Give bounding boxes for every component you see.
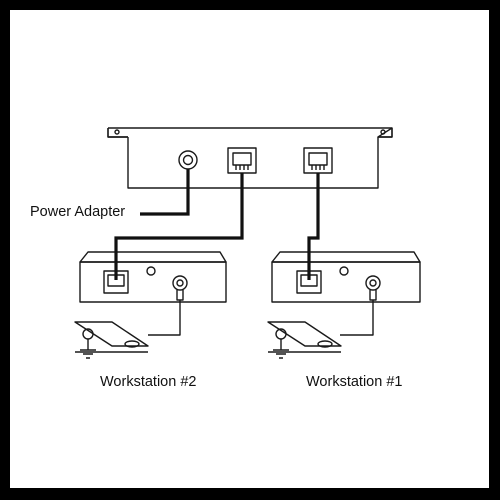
workstation-1-label: Workstation #1 bbox=[306, 374, 403, 390]
hub-port-ws2 bbox=[227, 147, 257, 174]
ws1-ground-plate bbox=[267, 321, 342, 353]
cable-to-workstation-2 bbox=[114, 173, 244, 280]
power-jack bbox=[178, 150, 198, 170]
ws2-ground-symbol-icon bbox=[80, 328, 96, 359]
ws2-ground-wire bbox=[148, 300, 181, 336]
workstation-2-label: Workstation #2 bbox=[100, 374, 197, 390]
ws2-led-icon bbox=[146, 266, 156, 276]
hub-body bbox=[127, 137, 379, 189]
ws1-ground-wire bbox=[340, 300, 374, 336]
cable-to-workstation-1 bbox=[307, 173, 320, 280]
ws2-ground-terminal bbox=[172, 275, 188, 301]
ws1-ground-symbol-icon bbox=[273, 328, 289, 359]
hub-left-screw-hole bbox=[114, 129, 120, 135]
hub-port-ws1 bbox=[303, 147, 333, 174]
ws2-ground-plate bbox=[74, 321, 149, 353]
power-adapter-label: Power Adapter bbox=[30, 204, 126, 220]
hub-unit bbox=[107, 127, 393, 189]
diagram-panel bbox=[10, 10, 489, 488]
power-adapter-cable bbox=[140, 169, 190, 216]
workstation-2-unit bbox=[79, 251, 227, 336]
hub-right-screw-hole bbox=[380, 129, 386, 135]
workstation-1-unit bbox=[271, 251, 421, 336]
hub-right-flange bbox=[378, 128, 393, 138]
ws1-ground-terminal bbox=[365, 275, 381, 301]
ws1-led-icon bbox=[339, 266, 349, 276]
hub-left-flange bbox=[107, 128, 128, 138]
